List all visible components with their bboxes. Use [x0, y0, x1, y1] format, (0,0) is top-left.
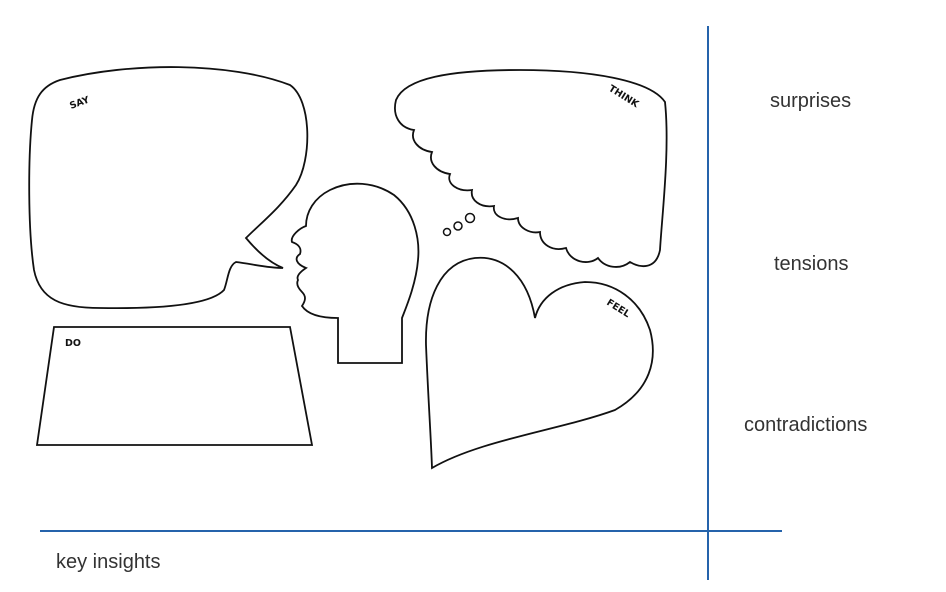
say-bubble [28, 66, 309, 310]
thought-dot [453, 221, 463, 231]
feel-label: FEEL [604, 297, 631, 320]
thought-dot [464, 212, 476, 224]
key-insights-label: key insights [56, 551, 161, 573]
do-box [35, 326, 314, 446]
do-label: DO [65, 338, 81, 349]
say-label: SAY [68, 95, 91, 112]
tensions-label: tensions [774, 253, 849, 275]
contradictions-label: contradictions [744, 414, 868, 436]
think-cloud [394, 69, 668, 268]
surprises-label: surprises [770, 90, 852, 112]
thought-dot [442, 227, 452, 237]
head-profile [290, 182, 420, 364]
think-label: THINK [606, 83, 641, 110]
feel-heart [425, 256, 654, 470]
